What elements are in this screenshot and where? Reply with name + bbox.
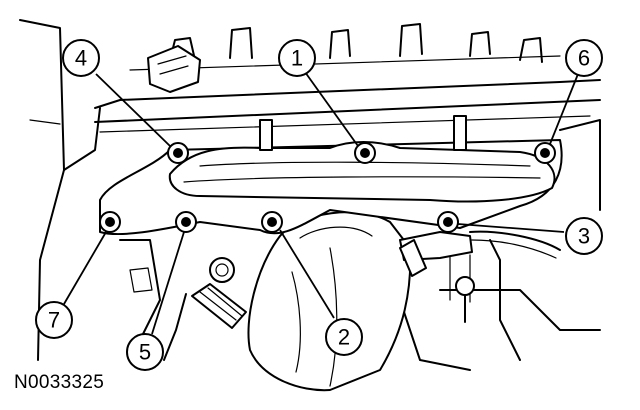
engine-background [19, 19, 601, 371]
callout-leaders [63, 71, 579, 335]
bolt-4 [167, 142, 189, 164]
bolt-6 [534, 142, 556, 164]
callout-7-number: 7 [48, 308, 60, 333]
bolt-5 [175, 211, 197, 233]
bolt-7 [99, 211, 121, 233]
callout-5: 5 [126, 333, 164, 371]
callout-2-number: 2 [338, 325, 350, 350]
catalytic-converter [247, 211, 412, 392]
callout-4: 4 [62, 39, 100, 77]
bolt-2 [261, 211, 283, 233]
callout-1: 1 [278, 39, 316, 77]
bolt-1 [354, 142, 376, 164]
exhaust-manifold [99, 115, 563, 277]
bolt-3 [437, 211, 459, 233]
figure-code: N0033325 [14, 372, 105, 393]
manifold-bolts [99, 142, 556, 233]
callout-7: 7 [35, 301, 73, 339]
callout-3: 3 [565, 217, 603, 255]
callout-6-number: 6 [578, 46, 590, 71]
callout-4-number: 4 [75, 46, 87, 71]
callout-6: 6 [565, 39, 603, 77]
callout-2: 2 [325, 318, 363, 356]
callout-1-number: 1 [291, 46, 303, 71]
callout-3-number: 3 [578, 224, 590, 249]
callout-5-number: 5 [139, 340, 151, 365]
